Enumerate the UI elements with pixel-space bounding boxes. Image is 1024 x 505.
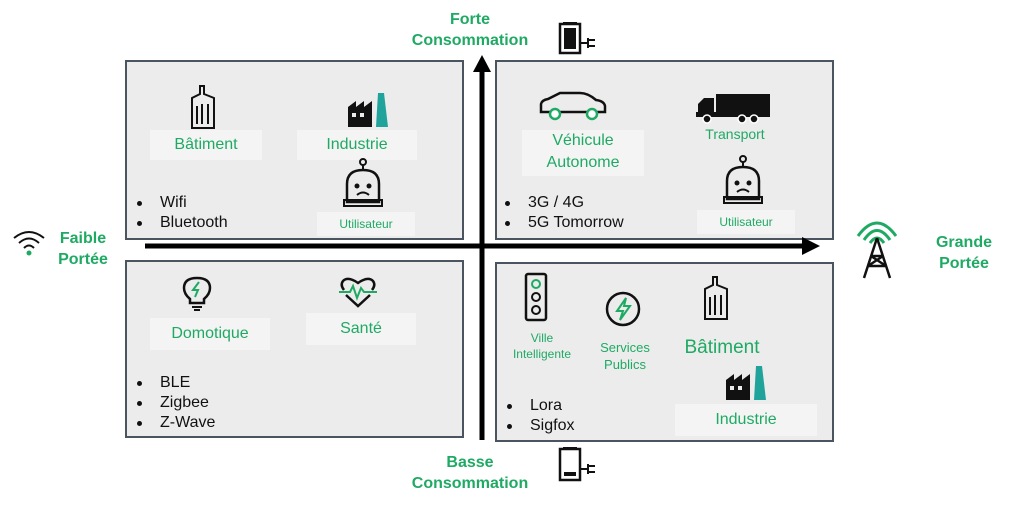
truck-icon xyxy=(696,94,770,124)
tech-list-bottom-left: BLE Zigbee Z-Wave xyxy=(134,373,215,433)
item-transport: Transport xyxy=(705,126,765,142)
tech-list-top-left: Wifi Bluetooth xyxy=(134,193,228,233)
factory-icon xyxy=(348,93,388,127)
energy-icon xyxy=(605,291,641,327)
lightbulb-icon xyxy=(182,276,212,311)
tech-item: Bluetooth xyxy=(134,213,228,233)
factory-icon xyxy=(726,366,766,400)
robot-user-icon xyxy=(723,155,763,204)
tech-item: 5G Tomorrow xyxy=(502,213,624,233)
traffic-light-icon xyxy=(524,272,548,322)
robot-user-icon xyxy=(343,158,383,207)
antenna-tower-icon xyxy=(856,221,898,279)
item-utilisateur: Utilisateur xyxy=(317,212,415,236)
tech-list-bottom-right: Lora Sigfox xyxy=(504,396,574,436)
tech-item: 3G / 4G xyxy=(502,193,624,213)
tech-item: Zigbee xyxy=(134,393,215,413)
tech-item: Wifi xyxy=(134,193,228,213)
item-batiment: Bâtiment xyxy=(684,337,760,358)
building-icon xyxy=(191,85,215,129)
item-industrie: Industrie xyxy=(675,404,817,436)
item-industrie: Industrie xyxy=(297,130,417,160)
tech-list-top-right: 3G / 4G 5G Tomorrow xyxy=(502,193,624,233)
item-services-publics: Services Publics xyxy=(600,340,650,372)
tech-item: Lora xyxy=(504,396,574,416)
item-vehicule-autonome: Véhicule Autonome xyxy=(522,130,644,176)
tech-item: BLE xyxy=(134,373,215,393)
x-axis-arrowhead xyxy=(802,237,820,255)
heart-pulse-icon xyxy=(339,277,377,308)
wifi-icon xyxy=(13,231,45,256)
item-domotique: Domotique xyxy=(150,318,270,350)
y-axis-arrowhead xyxy=(473,55,491,72)
battery-full-icon xyxy=(558,22,595,55)
tech-item: Z-Wave xyxy=(134,413,215,433)
building-icon xyxy=(704,276,728,320)
battery-low-icon xyxy=(558,447,595,482)
item-sante: Santé xyxy=(306,313,416,345)
tech-item: Sigfox xyxy=(504,416,574,436)
item-ville-intelligente: Ville Intelligente xyxy=(512,331,572,361)
item-batiment: Bâtiment xyxy=(150,130,262,160)
car-icon xyxy=(539,91,607,121)
item-utilisateur: Utilisateur xyxy=(697,210,795,234)
